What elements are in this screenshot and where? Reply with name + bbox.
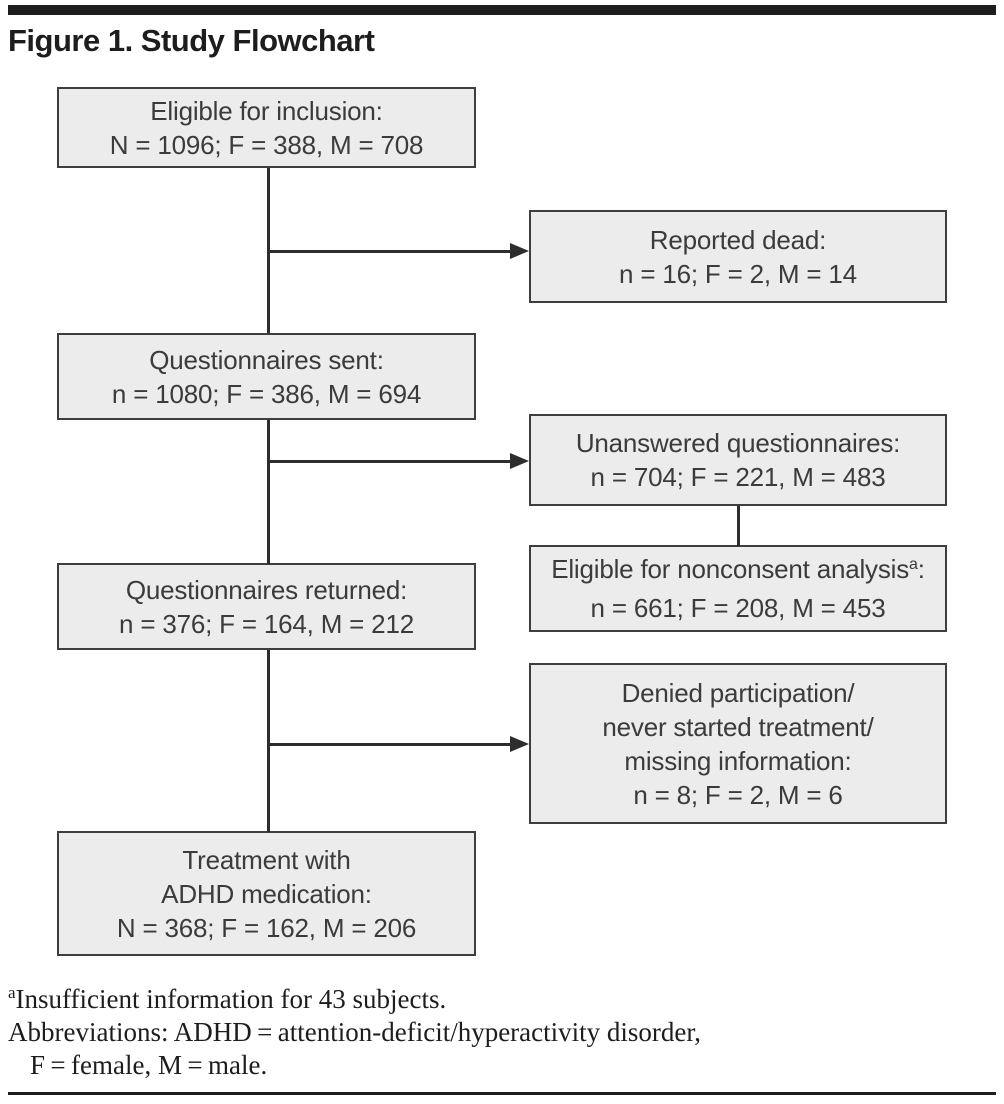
footnote-marker: a (8, 983, 16, 1002)
footnote-marker: a (909, 556, 918, 573)
box-line: n = 661; F = 208, M = 453 (590, 593, 886, 623)
box-eligible-for-nonconsent-analysis: Eligible for nonconsent analysisa: n = 6… (529, 545, 947, 632)
box-line: never started treatment/ (602, 711, 874, 742)
box-questionnaires-returned: Questionnaires returned: n = 376; F = 16… (57, 563, 476, 650)
box-treatment-with-adhd-medication: Treatment with ADHD medication: N = 368;… (57, 831, 476, 956)
figure-title: Figure 1. Study Flowchart (8, 23, 375, 58)
footnote-insufficient-information: aInsufficient information for 43 subject… (8, 983, 446, 1019)
box-reported-dead: Reported dead: n = 16; F = 2, M = 14 (529, 210, 947, 303)
arrowhead-reported-dead (510, 243, 529, 259)
box-line: n = 376; F = 164, M = 212 (119, 608, 414, 639)
box-line: n = 1080; F = 386, M = 694 (111, 378, 422, 409)
connector-trunk-segment-2 (267, 420, 270, 564)
box-line: Questionnaires returned: (125, 574, 408, 605)
box-line: Unanswered questionnaires: (575, 428, 901, 458)
box-eligible-for-inclusion: Eligible for inclusion: N = 1096; F = 38… (57, 87, 476, 168)
box-line-text: : (917, 554, 925, 584)
bottom-rule (8, 1092, 996, 1095)
box-line: Eligible for inclusion: (150, 95, 383, 126)
box-line: missing information: (624, 745, 852, 776)
box-line: Eligible for nonconsent analysisa: (551, 552, 925, 591)
box-line: Reported dead: (649, 224, 827, 255)
box-line: Treatment with (182, 844, 351, 875)
box-line: n = 16; F = 2, M = 14 (619, 258, 857, 289)
box-line: Denied participation/ (621, 677, 855, 708)
box-line: N = 368; F = 162, M = 206 (116, 912, 417, 943)
footnote-text: Insufficient information for 43 subjects… (15, 984, 447, 1014)
box-line: n = 704; F = 221, M = 483 (590, 462, 886, 492)
connector-branch-unanswered (268, 460, 511, 463)
box-unanswered-questionnaires: Unanswered questionnaires: n = 704; F = … (529, 414, 947, 506)
footnote-abbreviations-line1: Abbreviations: ADHD = attention-deficit/… (8, 1017, 702, 1047)
connector-unanswered-to-nonconsent (737, 506, 740, 546)
arrowhead-denied (510, 736, 529, 752)
connector-trunk-segment-3 (267, 650, 270, 832)
box-line: ADHD medication: (161, 878, 372, 909)
connector-branch-denied (268, 743, 511, 746)
box-line-text: Eligible for nonconsent analysis (551, 554, 910, 584)
box-questionnaires-sent: Questionnaires sent: n = 1080; F = 386, … (57, 333, 476, 420)
arrowhead-unanswered (510, 453, 529, 469)
box-line: n = 8; F = 2, M = 6 (633, 779, 843, 810)
box-line: Questionnaires sent: (149, 344, 384, 375)
box-denied-participation: Denied participation/ never started trea… (529, 663, 947, 824)
footnote-abbreviations-line2: F = female, M = male. (30, 1050, 268, 1080)
connector-branch-reported-dead (268, 250, 511, 253)
top-rule (8, 5, 996, 15)
box-line: N = 1096; F = 388, M = 708 (109, 129, 424, 160)
